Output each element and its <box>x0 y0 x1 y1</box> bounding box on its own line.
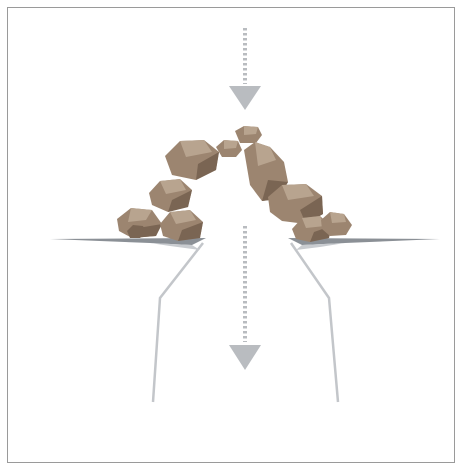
boulder <box>216 140 242 157</box>
arrow-bottom-head <box>229 345 261 370</box>
shaft-wall-right <box>291 243 338 402</box>
load-arrow-bottom <box>229 226 261 370</box>
boulder-arch <box>117 126 352 242</box>
shaft-wall-left <box>153 243 203 402</box>
boulder <box>149 179 192 212</box>
boulder <box>235 126 262 143</box>
boulder <box>165 140 219 180</box>
boulder <box>160 210 203 241</box>
load-arrow-top <box>229 28 261 110</box>
arrow-top-head <box>229 86 261 110</box>
